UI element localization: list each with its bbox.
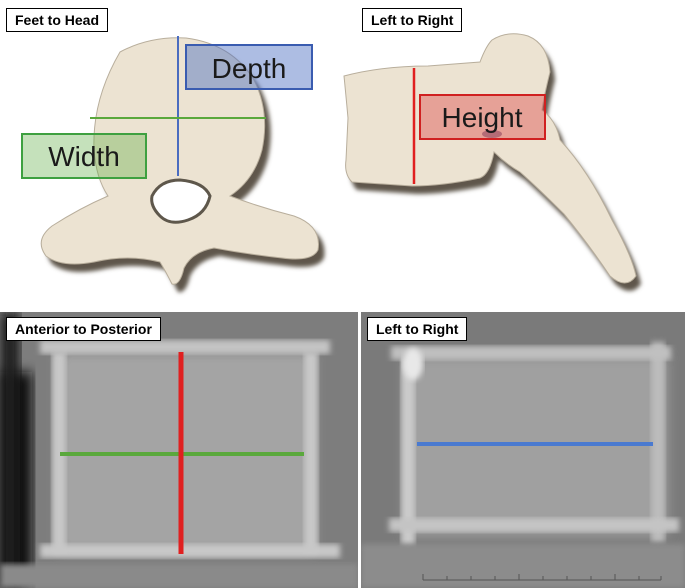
ct-sagittal-image	[361, 312, 685, 588]
depth-label-box	[185, 44, 313, 90]
foramen-shadow	[482, 130, 502, 138]
lateral-vertebra-bone	[343, 33, 637, 284]
axial-vertebra-bone	[40, 37, 319, 285]
depth-label: Depth	[212, 53, 287, 84]
height-label-box	[419, 94, 546, 140]
ct-sagittal-panel: Left to Right	[361, 312, 685, 588]
spinal-canal	[150, 178, 212, 224]
axial-vertebra-illustration: Depth Width	[21, 36, 325, 293]
axial-view-panel: Feet to Head Depth Width	[0, 0, 342, 300]
view-label-left-to-right-top: Left to Right	[362, 8, 463, 32]
width-label-box	[21, 133, 147, 179]
ct-coronal-image	[0, 312, 358, 588]
view-label-anterior-to-posterior: Anterior to Posterior	[6, 317, 161, 341]
lateral-vertebra-illustration: Height	[343, 33, 641, 291]
ct-coronal-panel: Anterior to Posterior	[0, 312, 358, 588]
height-label: Height	[442, 102, 523, 133]
width-label: Width	[48, 141, 120, 172]
view-label-left-to-right-bottom: Left to Right	[367, 317, 468, 341]
scale-ruler	[422, 574, 662, 581]
lateral-view-panel: Left to Right Height	[342, 0, 685, 300]
view-label-feet-to-head: Feet to Head	[6, 8, 109, 32]
